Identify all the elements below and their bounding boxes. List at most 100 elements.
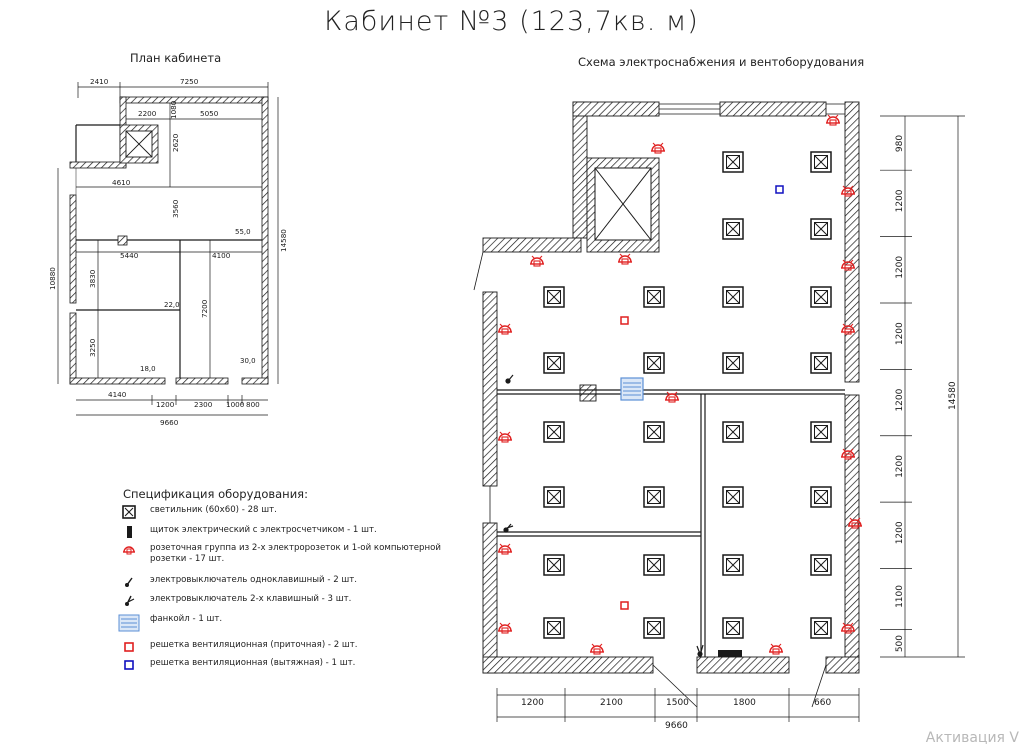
scheme-right-dim-label: 1200 <box>895 521 905 544</box>
spec-item-text: фанкойл - 1 шт. <box>150 614 223 624</box>
spec-item: розеточная группа из 2-х электророзеток … <box>118 543 450 564</box>
luminaire-icon <box>543 617 565 639</box>
scheme-bottom-dim-label: 1800 <box>733 698 756 708</box>
dim-2200: 2200 <box>138 109 157 118</box>
page-title: Кабинет №3 (123,7кв. м) <box>324 6 699 37</box>
spec-item: решетка вентиляционная (приточная) - 2 ш… <box>118 640 450 658</box>
socket-group-icon <box>497 323 513 335</box>
scheme-bottom-dim-label: 2100 <box>600 698 623 708</box>
dim-3560: 3560 <box>171 199 180 218</box>
luminaire-icon <box>722 554 744 576</box>
dim-2620: 2620 <box>171 133 180 152</box>
dim-7200: 7200 <box>200 299 209 318</box>
luminaire-icon <box>810 554 832 576</box>
luminaire-icon <box>722 352 744 374</box>
scheme-right-dim-label: 1200 <box>895 455 905 478</box>
scheme-right-dim-label: 1200 <box>895 189 905 212</box>
dim-10880: 10880 <box>48 267 57 290</box>
plan-dimension-labels: 2410 7250 2200 5050 1080 2620 3560 4610 … <box>48 77 288 427</box>
luminaire-icon <box>722 286 744 308</box>
socket-group-icon <box>497 543 513 555</box>
dim-1200-b: 1200 <box>156 400 175 409</box>
luminaire-icon <box>810 617 832 639</box>
scheme-fixtures <box>503 185 784 657</box>
dim-14580: 14580 <box>279 229 288 252</box>
double-switch-icon <box>503 523 514 533</box>
activation-watermark: Активация V <box>925 730 1019 746</box>
area-22: 22,0 <box>164 301 180 309</box>
spec-item-text: решетка вентиляционная (приточная) - 2 ш… <box>150 640 358 650</box>
luminaire-icon <box>543 352 565 374</box>
socket-group-icon <box>650 142 666 154</box>
luminaire-icon <box>543 421 565 443</box>
dim-9660-plan: 9660 <box>160 418 179 427</box>
scheme-right-dim-label: 1200 <box>895 322 905 345</box>
scheme-right-dim-label: 980 <box>895 135 905 152</box>
exhaust-grille-icon <box>118 658 140 674</box>
spec-item: решетка вентиляционная (вытяжная) - 1 шт… <box>118 658 450 676</box>
luminaire-icon <box>643 554 665 576</box>
luminaire-icon <box>810 218 832 240</box>
luminaire-icon <box>810 486 832 508</box>
scheme-dim-14580: 14580 <box>948 381 958 410</box>
dim-4140: 4140 <box>108 390 127 399</box>
scheme-right-dim-label: 1200 <box>895 256 905 279</box>
scheme-right-dim-label: 1100 <box>895 585 905 608</box>
spec-heading: Спецификация оборудования: <box>123 487 308 501</box>
spec-item: электровыключатель одноклавишный - 2 шт. <box>118 575 450 593</box>
scheme-dim-9660: 9660 <box>665 721 688 731</box>
exhaust-grille-icon <box>775 185 784 194</box>
fancoil-icon <box>620 377 644 401</box>
supply-grille-icon <box>620 316 629 325</box>
luminaire-icon <box>722 151 744 173</box>
scheme-bottom-dim-label: 660 <box>814 698 831 708</box>
area-18: 18,0 <box>140 365 156 373</box>
luminaire-icon <box>543 286 565 308</box>
dim-2410: 2410 <box>90 77 109 86</box>
spec-item-text: электровыключатель одноклавишный - 2 шт. <box>150 575 357 585</box>
plan-shaft <box>125 130 153 158</box>
luminaire-icon <box>643 352 665 374</box>
luminaire-icon <box>810 151 832 173</box>
supply-grille-icon <box>620 601 629 610</box>
socket-group-icon <box>529 255 545 267</box>
spec-item: щиток электрический с электросчетчиком -… <box>118 525 450 543</box>
scheme-dimension-lines <box>497 116 959 718</box>
scheme-heading: Схема электроснабжения и вентоборудовани… <box>578 55 865 69</box>
supply-grille-icon <box>118 640 140 656</box>
double-switch-icon <box>118 594 140 610</box>
scheme-right-ticks <box>880 115 965 658</box>
spec-item-text: щиток электрический с электросчетчиком -… <box>150 525 377 535</box>
single-switch-icon <box>505 374 514 384</box>
socket-group-icon <box>118 543 140 559</box>
socket-group-icon <box>497 622 513 634</box>
luminaire-icon <box>722 218 744 240</box>
scheme-bottom-dim-label: 1500 <box>666 698 689 708</box>
spec-item-text: светильник (60х60) - 28 шт. <box>150 505 277 515</box>
socket-group-icon <box>768 643 784 655</box>
dim-5440: 5440 <box>120 251 139 260</box>
luminaire-icon <box>643 286 665 308</box>
dim-4100: 4100 <box>212 251 231 260</box>
plan-partitions <box>75 124 262 378</box>
dim-800: 800 <box>246 400 260 409</box>
luminaire-icon <box>810 352 832 374</box>
luminaire-icon <box>722 421 744 443</box>
electrical-panel-icon <box>118 525 140 541</box>
area-55: 55,0 <box>235 228 251 236</box>
single-switch-icon <box>118 575 140 591</box>
socket-group-icon <box>589 643 605 655</box>
scheme-doors <box>473 251 827 708</box>
luminaire-icon <box>543 486 565 508</box>
dim-1000: 1000 <box>226 400 245 409</box>
socket-group-icon <box>497 431 513 443</box>
scheme-bottom-ticks <box>496 688 860 722</box>
spec-item-text: электровыключатель 2-х клавишный - 3 шт. <box>150 594 352 604</box>
spec-item-text: решетка вентиляционная (вытяжная) - 1 шт… <box>150 658 356 668</box>
dim-3250: 3250 <box>88 338 97 357</box>
luminaire-icon <box>722 617 744 639</box>
